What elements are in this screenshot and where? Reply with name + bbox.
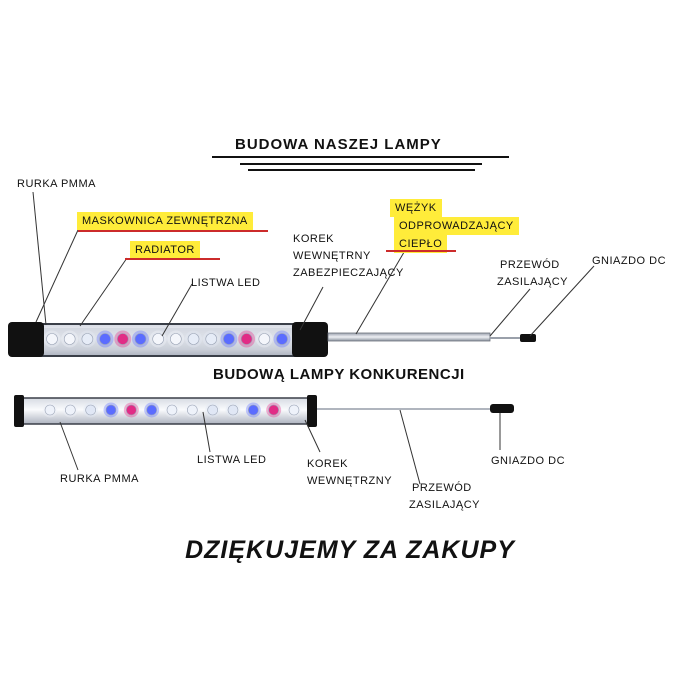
thank-you-text: DZIĘKUJEMY ZA ZAKUPY [185,536,515,564]
led-dot [81,333,94,345]
led-dot [65,404,76,416]
label-radiator: RADIATOR [132,243,198,257]
led-dot [276,333,288,345]
leader-comp-pmma [59,421,79,471]
competitor-leds [42,402,302,418]
outer-mask-underline [78,230,268,232]
led-dot [187,404,198,416]
our-lamp-heat-hose [327,332,491,342]
label-comp-cable-2: ZASILAJĄCY [409,499,481,511]
leader-dc-socket [529,265,595,337]
led-dot [152,333,164,345]
label-inner-cap-1: KOREK [293,233,335,245]
label-inner-cap-2: WEWNĘTRNY [293,250,371,262]
led-dot [240,333,253,345]
leader-outer-mask [35,229,79,323]
label-comp-led: LISTWA LED [197,454,267,466]
title-underline-3 [248,169,475,171]
label-power-cable-1: PRZEWÓD [500,259,560,271]
led-dot [134,333,147,345]
competitor-end-cap-right [307,395,317,427]
led-dot [268,404,279,416]
led-dot [126,404,137,416]
title-underline-2 [240,163,482,165]
diagram-title: BUDOWA NASZEJ LAMPY [235,136,442,153]
label-pmma-tube: RURKA PMMA [17,178,96,190]
led-dot [223,333,235,345]
led-dot [207,404,218,416]
led-dot [227,404,239,416]
led-dot [46,333,58,345]
led-dot [99,333,111,345]
label-comp-cap-2: WEWNĘTRZNY [307,475,393,487]
our-lamp-end-cap-left [8,322,44,357]
led-dot [170,333,182,345]
leader-radiator [79,257,128,327]
label-heat-hose-2: ODPROWADZAJĄCY [396,219,517,233]
label-comp-cap-1: KOREK [307,458,349,470]
led-dot [116,333,129,345]
our-lamp-leaders [32,191,595,337]
our-lamp-dc-plug [520,334,536,342]
heat-hose-underline [386,250,456,252]
led-dot [258,333,271,345]
competitor-dc-plug [490,404,514,413]
label-comp-dc: GNIAZDO DC [491,455,566,467]
led-dot [288,404,300,416]
label-heat-hose-1: WĘŻYK [392,201,440,215]
label-comp-cable-1: PRZEWÓD [412,482,472,494]
leader-comp-cable [399,409,421,485]
leader-comp-cap [304,419,321,453]
leader-inner-cap [299,286,324,331]
leader-led-strip [161,283,193,337]
our-lamp [8,322,536,357]
title-underline-1 [212,156,509,158]
label-power-cable-2: ZASILAJĄCY [497,276,569,288]
leader-pmma-tube [32,191,47,326]
leader-comp-led [202,411,211,453]
led-dot [248,404,259,416]
competitor-lamp [14,395,514,427]
leader-power-cable [489,288,531,337]
leader-heat-hose [355,241,411,335]
competitor-end-cap-left [14,395,24,427]
our-lamp-end-cap-right [292,322,328,357]
led-dot [187,333,200,345]
radiator-underline [125,258,220,260]
led-dot [85,404,96,416]
led-dot [146,404,157,416]
label-comp-pmma: RURKA PMMA [60,473,139,485]
led-dot [205,333,218,345]
led-dot [166,404,178,416]
label-heat-hose-3: CIEPŁO [396,237,446,251]
our-lamp-leds [43,330,291,348]
led-dot [63,333,76,345]
competitor-leaders [59,409,501,485]
led-dot [44,404,56,416]
led-dot [105,404,117,416]
competitor-title: BUDOWĄ LAMPY KONKURENCJI [213,366,465,383]
label-inner-cap-3: ZABEZPIECZAJĄCY [293,267,404,279]
label-dc-socket: GNIAZDO DC [592,255,667,267]
label-outer-mask: MASKOWNICA ZEWNĘTRZNA [79,214,251,228]
label-led-strip: LISTWA LED [191,277,261,289]
